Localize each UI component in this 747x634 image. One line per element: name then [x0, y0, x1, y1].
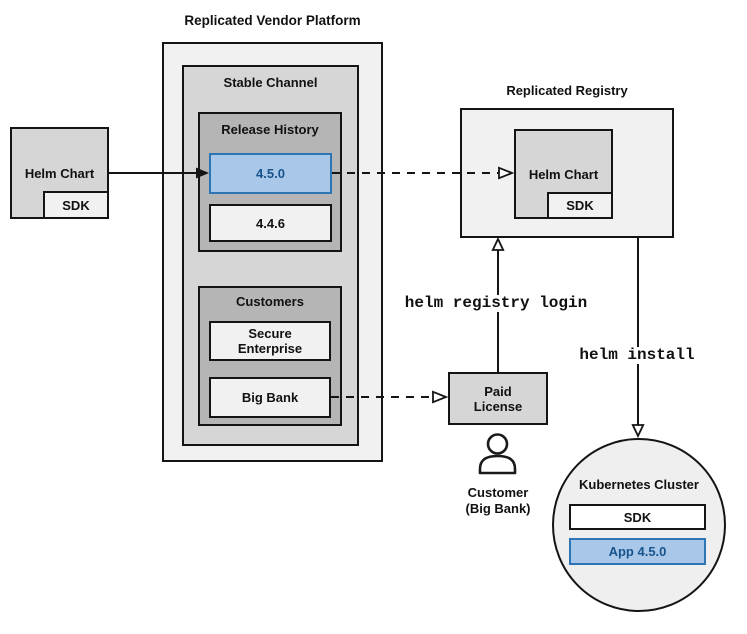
source-sdk-box: SDK [43, 191, 109, 219]
release-history-title: Release History [221, 122, 319, 137]
arrow-registry-to-cluster [631, 238, 645, 439]
vendor-platform-title: Replicated Vendor Platform [184, 13, 361, 28]
kubernetes-cluster-title: Kubernetes Cluster [579, 477, 699, 492]
registry-title: Replicated Registry [506, 83, 628, 98]
person-icon [478, 433, 517, 475]
stable-channel-title: Stable Channel [223, 75, 318, 90]
customer-item-secure-enterprise: Secure Enterprise [209, 321, 331, 361]
release-item-4-4-6: 4.4.6 [209, 204, 332, 242]
release-item-4-5-0: 4.5.0 [209, 153, 332, 194]
customer-label: Customer (Big Bank) [465, 485, 531, 516]
cluster-app-box: App 4.5.0 [569, 538, 706, 565]
helm-install-label: helm install [576, 347, 698, 364]
cluster-sdk-box: SDK [569, 504, 706, 530]
customers-title: Customers [236, 294, 304, 309]
registry-sdk-box: SDK [547, 192, 613, 219]
paid-license-label: Paid License [473, 383, 523, 414]
helm-registry-login-label: helm registry login [400, 295, 592, 312]
customer-item-big-bank: Big Bank [209, 377, 331, 418]
paid-license-box: Paid License [448, 372, 548, 425]
customer-item-label: Secure Enterprise [237, 326, 303, 356]
